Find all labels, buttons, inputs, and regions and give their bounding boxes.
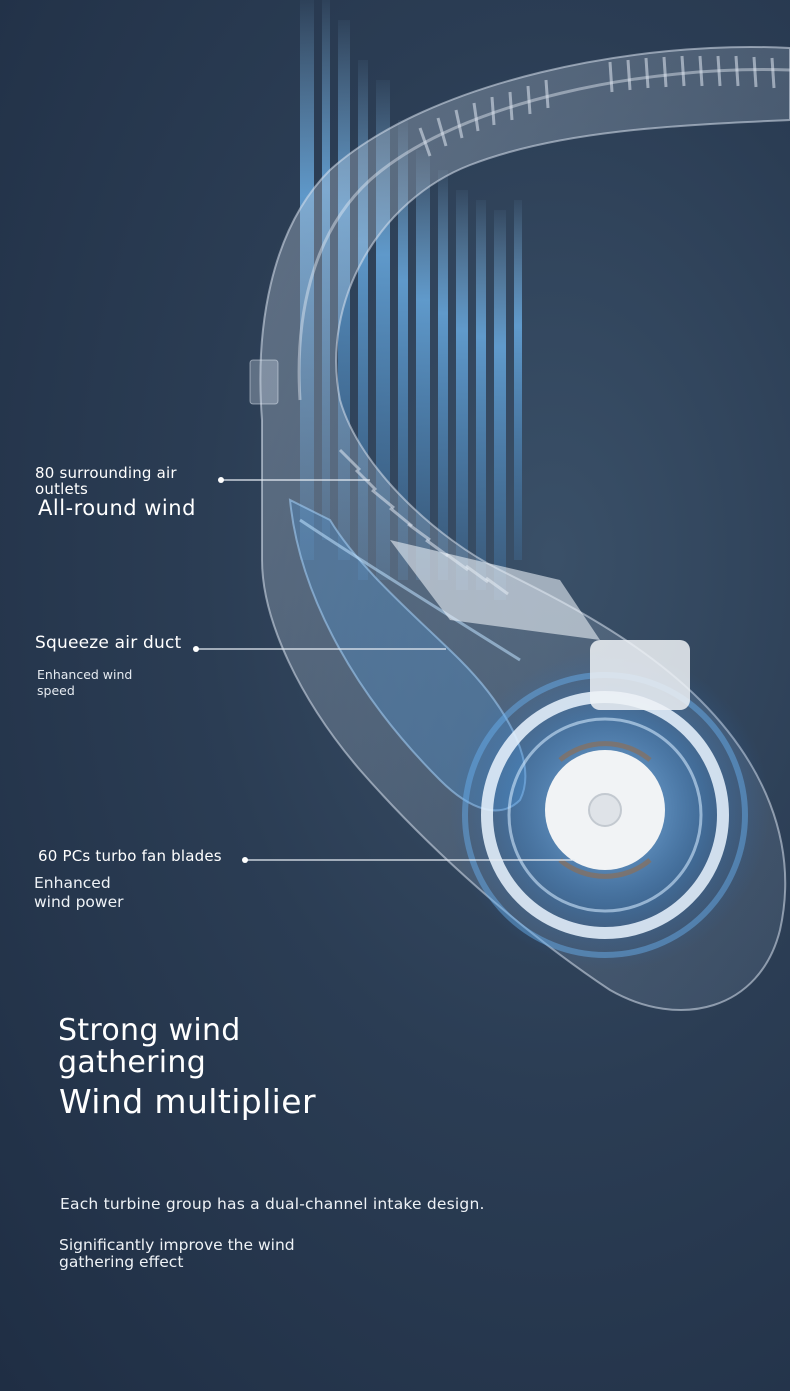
- outlets-callout-title: 80 surrounding air outlets: [35, 464, 177, 498]
- turbo-fan: [450, 640, 770, 970]
- description-line1: Each turbine group has a dual-channel in…: [60, 1195, 485, 1213]
- callout-lines: [193, 477, 575, 863]
- blades-callout-subtitle: Enhanced wind power: [34, 874, 124, 911]
- outlets-callout-subtitle: All-round wind: [38, 496, 196, 520]
- description-line2: Significantly improve the wind gathering…: [59, 1236, 295, 1271]
- duct-callout-subtitle: Enhanced wind speed: [37, 667, 133, 698]
- headline-line2: Wind multiplier: [59, 1082, 316, 1121]
- blades-callout-title: 60 PCs turbo fan blades: [38, 847, 222, 865]
- headline-line1: Strong wind gathering: [58, 1013, 241, 1080]
- air-duct: [288, 498, 600, 812]
- duct-callout-title: Squeeze air duct: [35, 633, 182, 653]
